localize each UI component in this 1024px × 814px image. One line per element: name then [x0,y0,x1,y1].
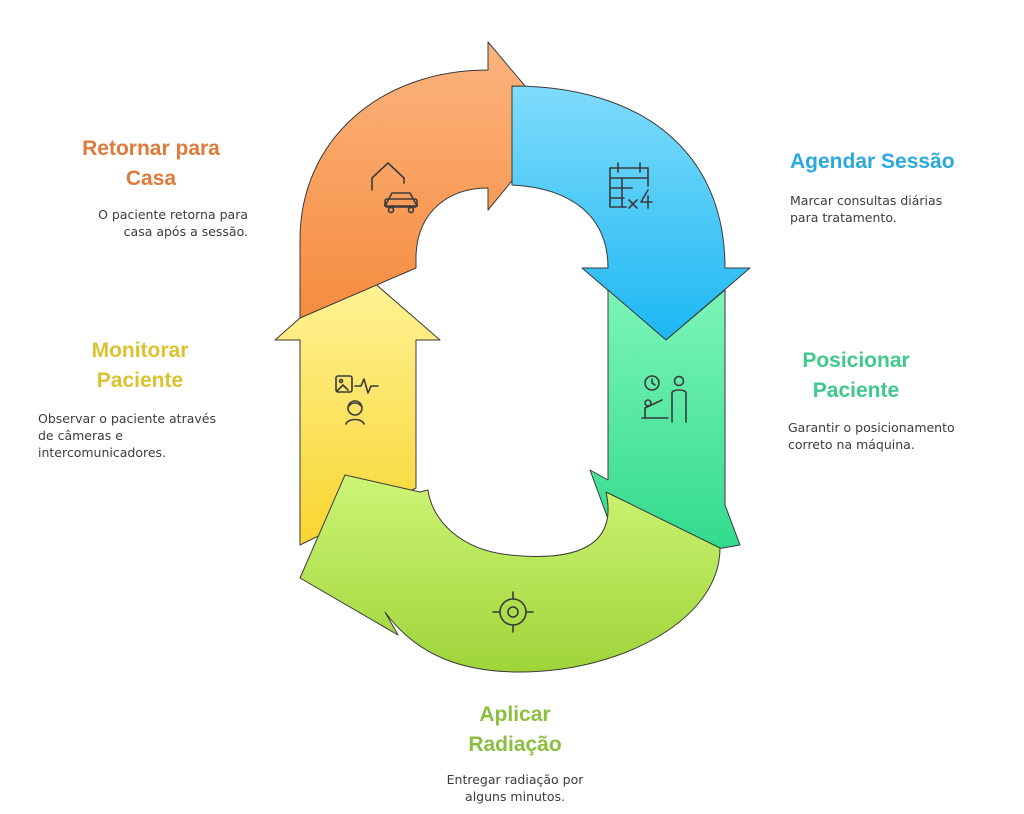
step-desc-monitorar: Observar o paciente através de câmeras e… [38,411,216,460]
target-icon [492,591,534,633]
home-car-icon [371,162,418,214]
step-title-aplicar: Aplicar Radiação [468,703,562,756]
step-desc-aplicar: Entregar radiação por alguns minutos. [446,772,584,804]
segment-aplicar [299,474,721,673]
monitor-vitals-icon [335,375,379,425]
step-title-posicionar: Posicionar Paciente [802,349,910,402]
segment-agendar [511,85,751,341]
segment-posicionar [589,289,741,566]
calendar-x4-icon [609,162,653,209]
step-title-retornar: Retornar para Casa [82,137,220,190]
step-title-monitorar: Monitorar Paciente [91,339,189,392]
step-title-agendar: Agendar Sessão [790,150,955,173]
step-desc-agendar: Marcar consultas diárias para tratamento… [790,193,943,225]
segment-retornar [299,41,559,319]
step-desc-retornar: O paciente retorna para casa após a sess… [98,207,248,239]
step-desc-posicionar: Garantir o posicionamento correto na máq… [788,420,955,452]
patient-positioning-icon [641,375,687,423]
